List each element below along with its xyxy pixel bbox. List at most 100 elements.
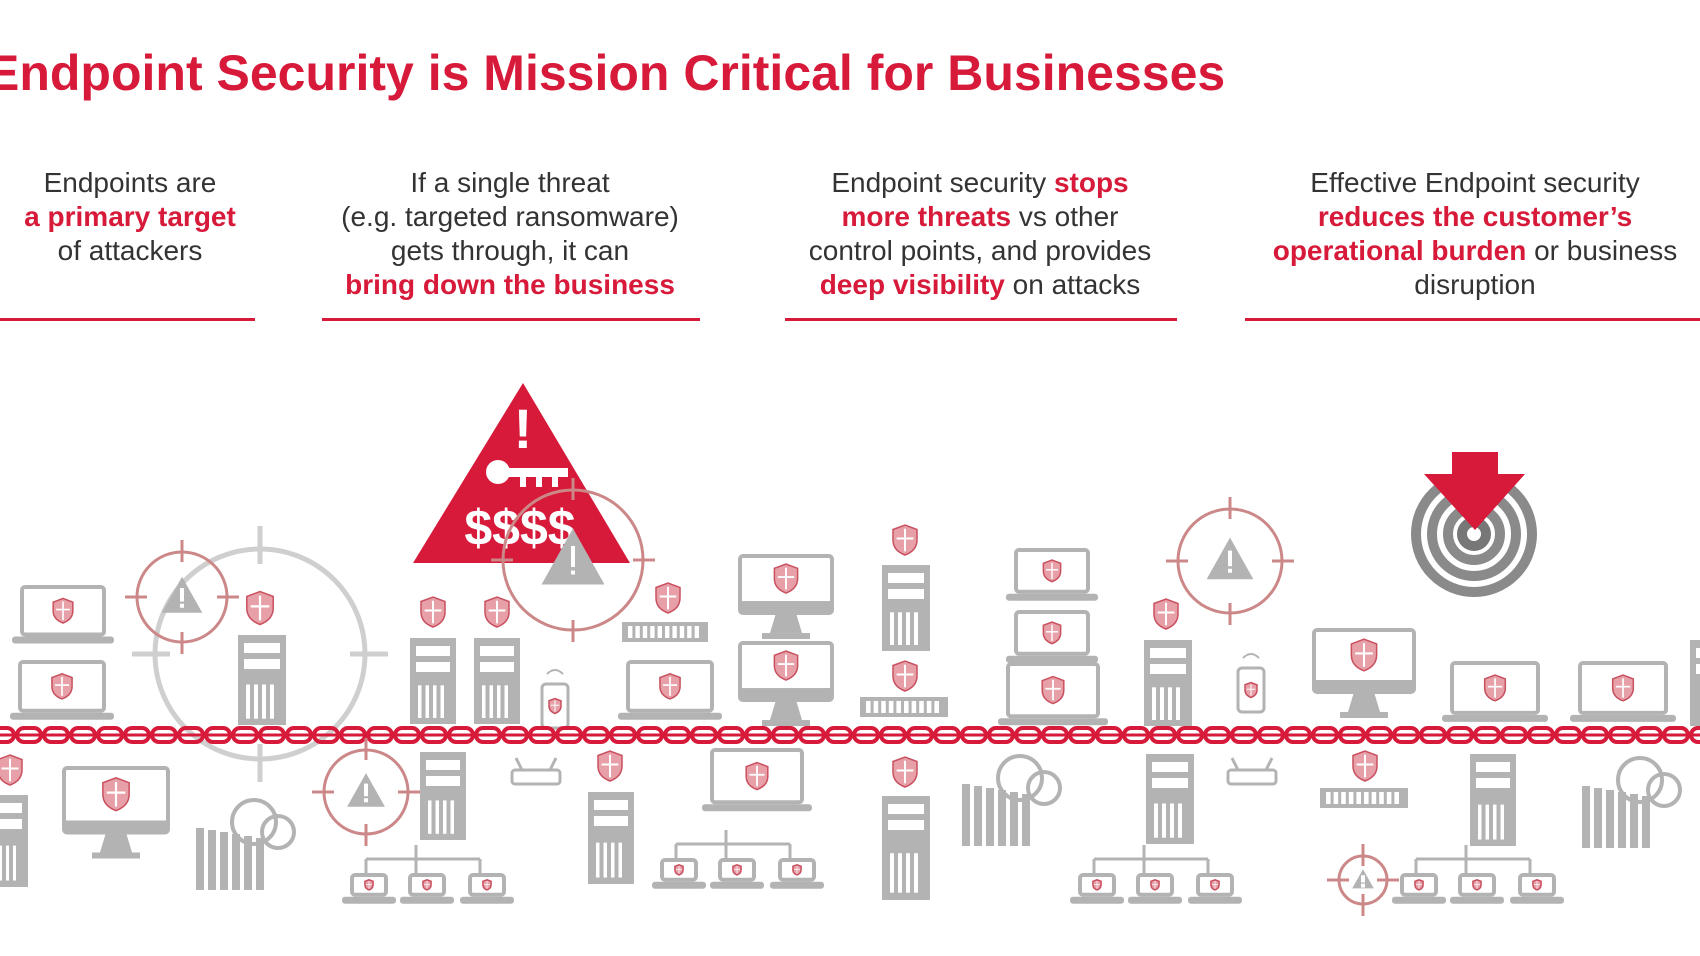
column-text-line: gets through, it can (310, 234, 710, 268)
laptop-icon (770, 858, 824, 889)
laptop-icon (12, 585, 114, 644)
laptop-icon (710, 858, 764, 889)
server-icon (1144, 640, 1192, 726)
shield-icon (484, 596, 510, 628)
shield-icon (1244, 681, 1258, 699)
column-text-line: deep visibility on attacks (775, 268, 1185, 302)
laptop-icon (1570, 661, 1676, 722)
laptop-icon (460, 873, 514, 904)
laptop-icon (1442, 661, 1548, 722)
laptop-icon (1006, 610, 1098, 663)
server-icon (860, 697, 948, 717)
body-text: disruption (1414, 269, 1536, 300)
shield-icon (892, 524, 918, 556)
warning-icon (347, 773, 385, 807)
shield-icon (1210, 878, 1220, 891)
highlight-text: bring down the business (345, 269, 675, 300)
cloud-datacenter-icon (196, 798, 296, 890)
shield-icon (548, 697, 562, 715)
laptop-icon (1070, 873, 1124, 904)
server-icon (1690, 640, 1700, 726)
shield-icon (1350, 638, 1378, 672)
chain-icon (0, 726, 1700, 744)
phone-icon (1236, 653, 1266, 714)
body-text: gets through, it can (390, 235, 630, 266)
column-text-line: control points, and provides (775, 234, 1185, 268)
column-text-line: of attackers (0, 234, 260, 268)
server-icon (1146, 754, 1194, 844)
shield-icon (1150, 878, 1160, 891)
laptop-icon (1450, 873, 1504, 904)
server-icon (410, 638, 456, 724)
highlight-text: deep visibility (819, 269, 1005, 300)
shield-icon (597, 750, 623, 782)
shield-icon (732, 863, 742, 876)
warning-icon (541, 528, 605, 585)
server-icon (1470, 754, 1516, 846)
shield-icon (892, 660, 918, 692)
network-tree-icon (1392, 845, 1564, 904)
laptop-icon (652, 858, 706, 889)
warning-icon (161, 576, 203, 613)
column-underline (0, 318, 255, 321)
body-text: Endpoint security (831, 167, 1054, 198)
server-icon (420, 752, 466, 840)
laptop-icon (1006, 548, 1098, 601)
body-text: control points, and provides (808, 235, 1152, 266)
router-icon (510, 757, 562, 786)
body-text: of attackers (57, 235, 203, 266)
network-tree-icon (342, 845, 514, 904)
shield-icon (1472, 878, 1482, 891)
body-text: If a single threat (410, 167, 610, 198)
column-text-line: Endpoint security stops (775, 166, 1185, 200)
shield-icon (482, 878, 492, 891)
shield-icon (1611, 674, 1635, 702)
column-text-line: Endpoints are (0, 166, 260, 200)
desktop-icon (738, 641, 834, 727)
laptop-icon (702, 748, 812, 812)
shield-icon (51, 672, 73, 700)
body-text: Endpoints are (43, 167, 217, 198)
highlight-text: more threats (841, 201, 1012, 232)
cloud-datacenter-icon (962, 754, 1062, 846)
column-text-line: If a single threat (310, 166, 710, 200)
laptop-icon (1510, 873, 1564, 904)
server-icon (474, 638, 520, 724)
server-icon (0, 795, 28, 887)
column-single-threat: If a single threat(e.g. targeted ransomw… (310, 166, 710, 302)
shield-icon (364, 878, 374, 891)
shield-icon (792, 863, 802, 876)
router-icon (1226, 757, 1278, 786)
key-icon (486, 460, 568, 487)
column-text-line: a primary target (0, 200, 260, 234)
desktop-icon (62, 766, 170, 859)
server-icon (882, 565, 930, 651)
laptop-icon (998, 662, 1108, 726)
server-icon (622, 622, 708, 642)
shield-icon (1532, 878, 1542, 891)
laptop-icon (342, 873, 396, 904)
highlight-text: a primary target (24, 201, 236, 232)
shield-icon (1153, 598, 1179, 630)
laptop-icon (1128, 873, 1182, 904)
column-text-line: operational burden or business (1235, 234, 1700, 268)
shield-icon (1041, 675, 1065, 705)
shield-icon (246, 590, 274, 626)
desktop-icon (738, 554, 834, 640)
shield-icon (1042, 559, 1062, 583)
shield-icon (655, 582, 681, 614)
shield-icon (674, 863, 684, 876)
shield-icon (1042, 621, 1062, 645)
crosshair-icon (1166, 497, 1294, 625)
warning-exclamation: ! (514, 397, 533, 460)
shield-icon (892, 756, 918, 788)
cloud-datacenter-icon (1582, 756, 1682, 848)
money-text: $$$$ (464, 500, 575, 556)
shield-icon (1483, 674, 1507, 702)
desktop-icon (1312, 628, 1416, 718)
column-underline (1245, 318, 1700, 321)
column-text-line: disruption (1235, 268, 1700, 302)
